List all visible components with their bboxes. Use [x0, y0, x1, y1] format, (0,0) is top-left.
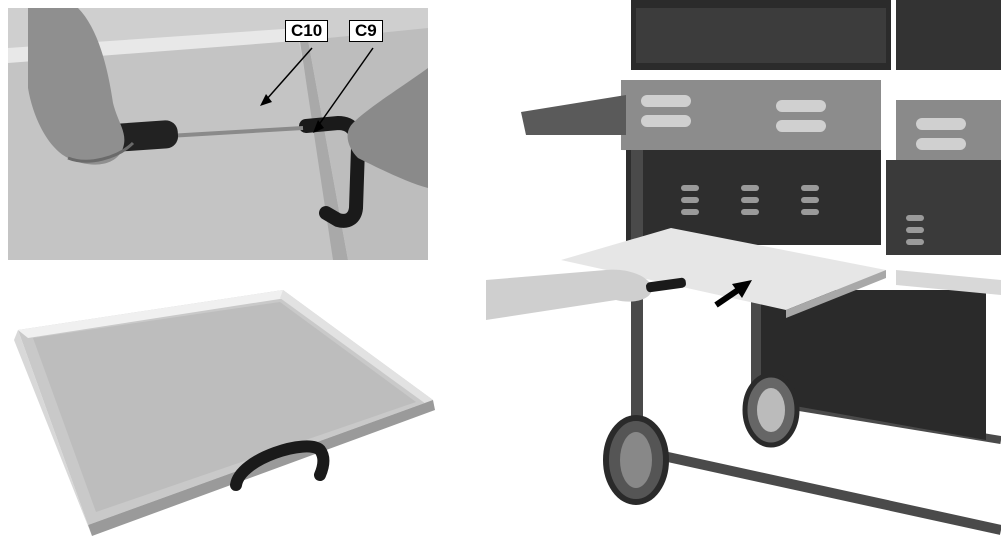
callout-label-c9: C9 — [349, 20, 383, 42]
tray-closeup-illustration — [8, 8, 428, 260]
drip-tray-illustration — [14, 290, 435, 536]
photo-grill-tray-insertion — [486, 0, 1001, 542]
photo-tray-handle-removal — [8, 8, 428, 260]
callout-label-c10: C10 — [285, 20, 329, 42]
grill-illustration — [486, 0, 1001, 542]
photo-tray-with-handle — [8, 270, 448, 538]
